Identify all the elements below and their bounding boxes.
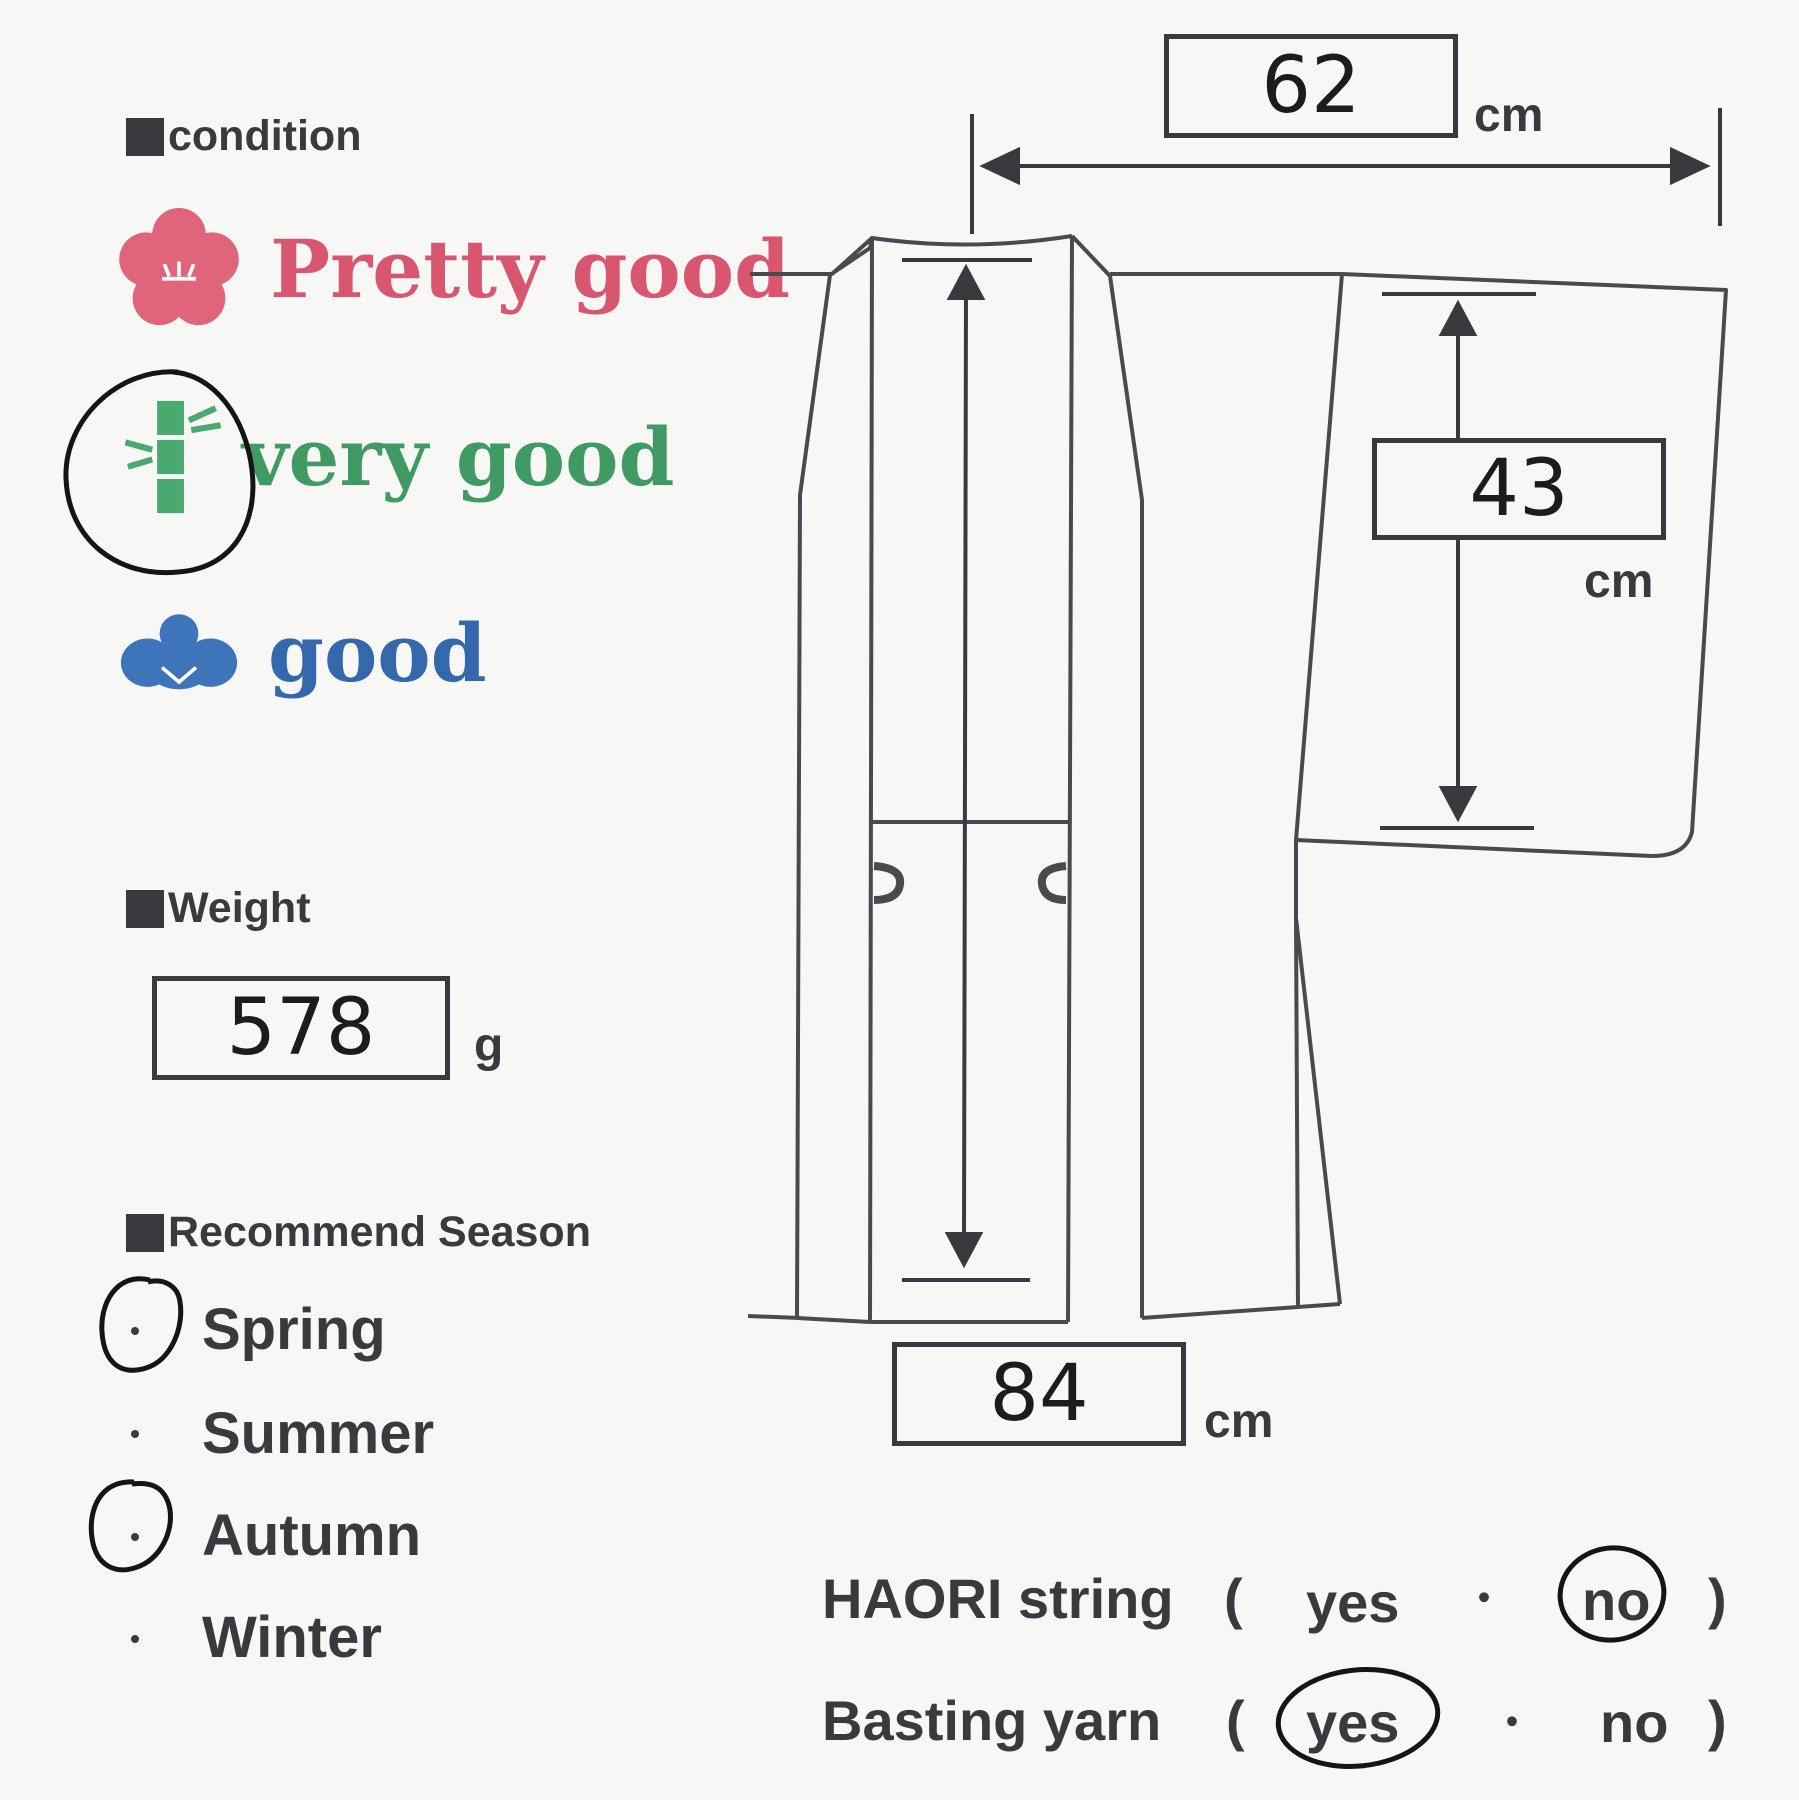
condition-heading: condition	[126, 112, 361, 161]
condition-option-good[interactable]: good	[118, 606, 487, 700]
square-bullet-icon	[126, 117, 164, 156]
basting-open-paren: (	[1226, 1689, 1245, 1752]
season-bullet	[131, 1327, 139, 1335]
plum-blossom-icon	[119, 208, 239, 326]
weight-value: 578	[226, 983, 376, 1073]
selected-condition-mark	[63, 369, 256, 576]
collar-right-edge	[1066, 235, 1074, 1323]
season-bullet	[131, 1533, 139, 1541]
sleeve-height-dimension	[1380, 292, 1536, 830]
season-bullet	[131, 1635, 139, 1643]
season-heading-text: Recommend Season	[168, 1208, 591, 1256]
condition-label: very good	[242, 410, 675, 504]
span-value: 62	[1261, 41, 1361, 131]
selected-basting-yes-mark	[1275, 1667, 1441, 1769]
hem-left	[796, 1316, 871, 1324]
body-right-front-edge	[1070, 234, 1144, 1318]
span-value-box[interactable]: 62	[1164, 34, 1458, 138]
condition-label: Pretty good	[270, 222, 791, 316]
haori-no-option[interactable]: no	[1582, 1569, 1651, 1632]
sleeve-height-value: 43	[1469, 444, 1569, 534]
hem-line	[747, 1302, 1341, 1324]
bamboo-icon	[124, 400, 222, 514]
season-autumn[interactable]: Autumn	[202, 1503, 422, 1568]
selected-autumn-mark	[88, 1479, 173, 1573]
selection-marks	[63, 369, 1667, 1769]
weight-heading: Weight	[126, 884, 311, 933]
season-heading: Recommend Season	[126, 1208, 591, 1257]
sleeve-height-value-box[interactable]: 43	[1372, 438, 1666, 540]
season-spring[interactable]: Spring	[202, 1297, 386, 1362]
basting-no-option[interactable]: no	[1600, 1691, 1669, 1754]
haori-close-paren: )	[1708, 1567, 1727, 1630]
haori-string-label: HAORI string	[822, 1567, 1174, 1630]
pine-icon	[120, 614, 238, 690]
condition-heading-text: condition	[168, 112, 362, 160]
basting-close-paren: )	[1708, 1689, 1727, 1752]
selected-haori-no-mark	[1557, 1545, 1667, 1643]
string-loop-right	[1037, 862, 1067, 904]
length-value-box[interactable]: 84	[892, 1342, 1186, 1446]
sleeve-outline	[1295, 272, 1728, 858]
season-winter[interactable]: Winter	[202, 1605, 382, 1670]
span-unit: cm	[1474, 89, 1544, 142]
length-dimension	[902, 258, 1032, 1282]
basting-separator: ・	[1492, 1701, 1532, 1745]
length-value: 84	[989, 1349, 1089, 1439]
square-bullet-icon	[126, 1213, 164, 1252]
haori-separator: ・	[1464, 1577, 1504, 1621]
weight-value-box[interactable]: 578	[152, 976, 450, 1080]
weight-unit: g	[474, 1019, 504, 1072]
body-side-inner	[1294, 917, 1300, 1309]
haori-open-paren: (	[1224, 1567, 1243, 1630]
sleeve-height-unit: cm	[1584, 555, 1654, 608]
body-side-line	[1294, 273, 1344, 1305]
season-bullet	[131, 1430, 139, 1438]
basting-yarn-label: Basting yarn	[822, 1689, 1162, 1752]
neckline	[871, 234, 1073, 247]
body-left-edge	[795, 236, 874, 1319]
basting-yes-option[interactable]: yes	[1306, 1691, 1400, 1754]
span-dimension	[970, 108, 1722, 234]
condition-label: good	[268, 606, 487, 700]
collar-left-edge	[868, 237, 874, 1323]
square-bullet-icon	[126, 889, 164, 928]
selected-spring-mark	[99, 1276, 184, 1373]
condition-option-very-good[interactable]: very good	[118, 396, 674, 518]
season-summer[interactable]: Summer	[202, 1401, 435, 1466]
condition-option-pretty-good[interactable]: Pretty good	[118, 208, 790, 330]
string-loop-left	[873, 862, 905, 904]
weight-heading-text: Weight	[168, 884, 311, 932]
haori-yes-option[interactable]: yes	[1306, 1571, 1400, 1634]
length-unit: cm	[1204, 1395, 1274, 1448]
